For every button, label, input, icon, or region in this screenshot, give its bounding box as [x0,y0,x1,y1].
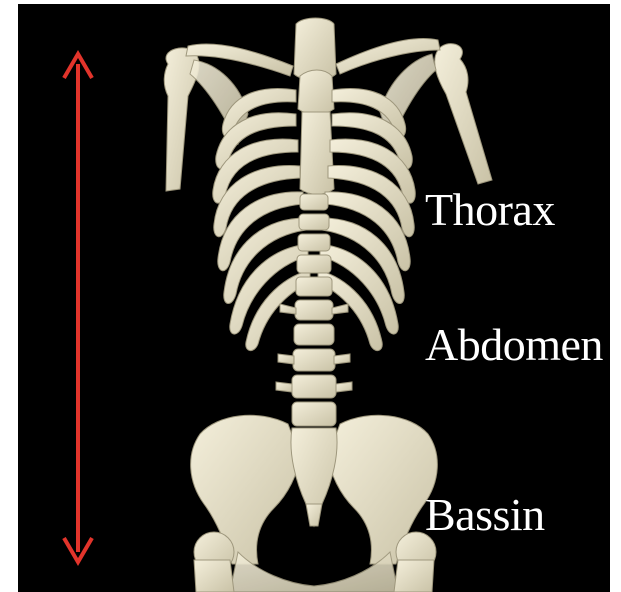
double-headed-vertical-arrow-icon [64,54,92,562]
coccyx [306,504,322,526]
label-bassin: Bassin [425,492,545,538]
right-humerus [435,44,492,184]
sternum-body [300,112,334,194]
image-panel: Thorax Abdomen Bassin [18,4,610,592]
left-femur [194,560,234,592]
label-thorax: Thorax [425,187,555,233]
sternum-manubrium [298,70,334,114]
pelvis [191,415,438,592]
label-abdomen: Abdomen [425,322,603,368]
right-femur [394,560,434,592]
